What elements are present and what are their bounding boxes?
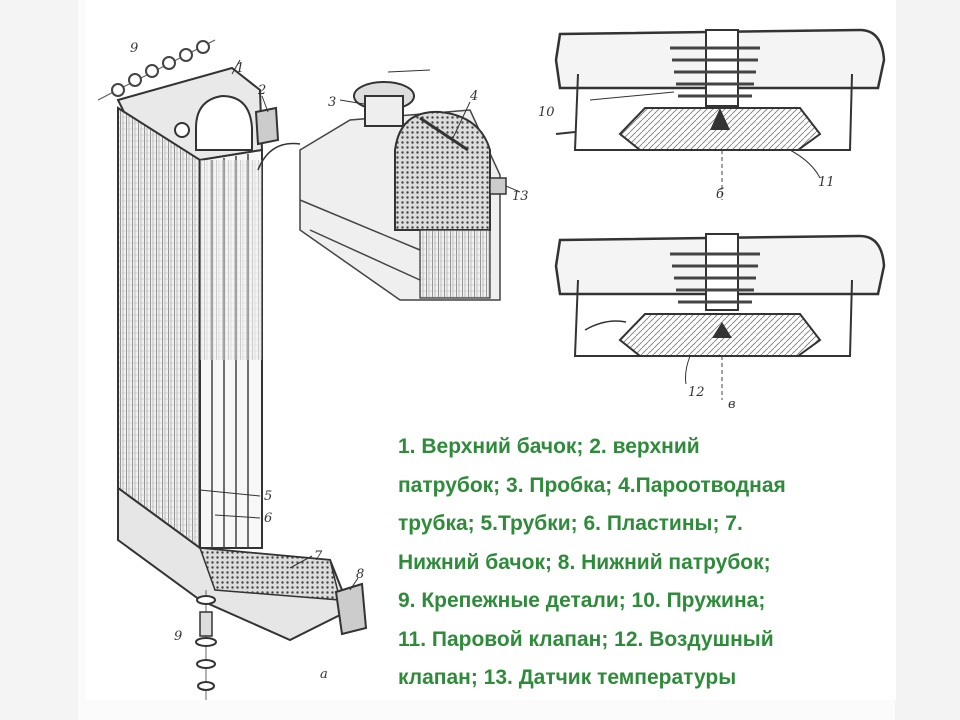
label-view-a: а bbox=[320, 667, 328, 682]
label-12: 12 bbox=[688, 385, 705, 400]
label-view-b: б bbox=[716, 187, 724, 202]
label-9-bottom: 9 bbox=[174, 629, 182, 644]
label-4: 4 bbox=[469, 89, 478, 104]
label-2: 2 bbox=[257, 83, 266, 98]
label-1: 1 bbox=[236, 61, 244, 76]
legend-caption: 1. Верхний бачок; 2. верхний патрубок; 3… bbox=[398, 435, 786, 689]
label-8: 8 bbox=[356, 567, 364, 582]
label-11: 11 bbox=[818, 175, 835, 190]
cap-section-v bbox=[554, 233, 886, 400]
left-margin-band bbox=[0, 0, 78, 720]
label-13: 13 bbox=[512, 189, 529, 204]
label-6: 6 bbox=[264, 511, 272, 526]
radiator-main-view bbox=[97, 39, 368, 700]
bottom-fasteners bbox=[195, 590, 217, 700]
right-margin-band bbox=[895, 0, 960, 720]
cap-section-b bbox=[554, 28, 886, 200]
label-7: 7 bbox=[314, 549, 323, 564]
label-5: 5 bbox=[264, 489, 272, 504]
label-3: 3 bbox=[328, 95, 336, 110]
label-9-top: 9 bbox=[130, 41, 138, 56]
upper-tank-zoom-view bbox=[299, 69, 521, 301]
label-10: 10 bbox=[538, 105, 555, 120]
top-fasteners bbox=[97, 39, 216, 101]
label-view-v: в bbox=[728, 397, 736, 412]
